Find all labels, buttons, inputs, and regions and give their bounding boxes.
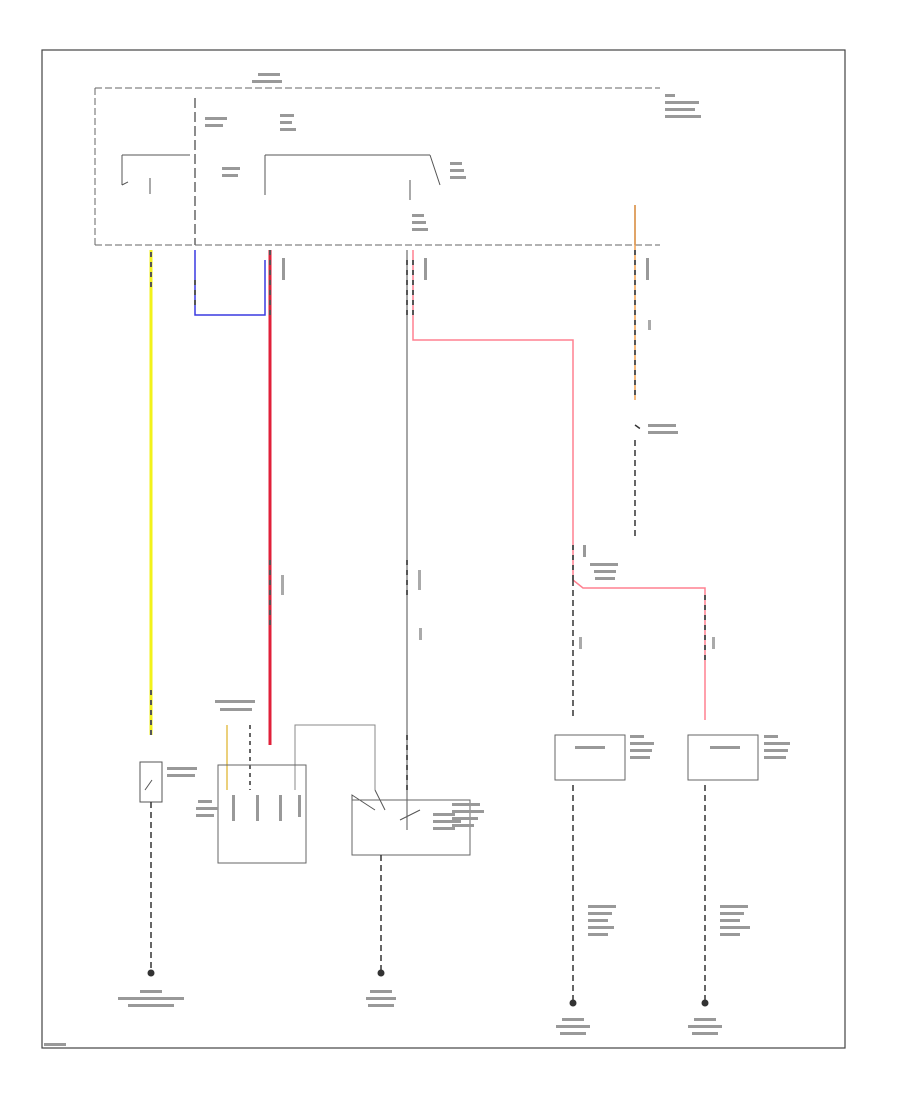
fuse-block [94,73,701,246]
wire-pink [412,250,706,720]
wire-labels [281,320,715,649]
wire-blue [194,250,266,316]
relay-module [351,789,484,1007]
left-lamp-module [554,734,654,1035]
diagram-frame [41,49,846,1049]
wire-orange [634,205,678,540]
wire-red [268,250,285,745]
footer-code [44,1043,66,1046]
lamp-connector-left [196,700,376,864]
right-lamp-module [687,734,790,1035]
courtesy-lamp-switch [118,761,197,1007]
